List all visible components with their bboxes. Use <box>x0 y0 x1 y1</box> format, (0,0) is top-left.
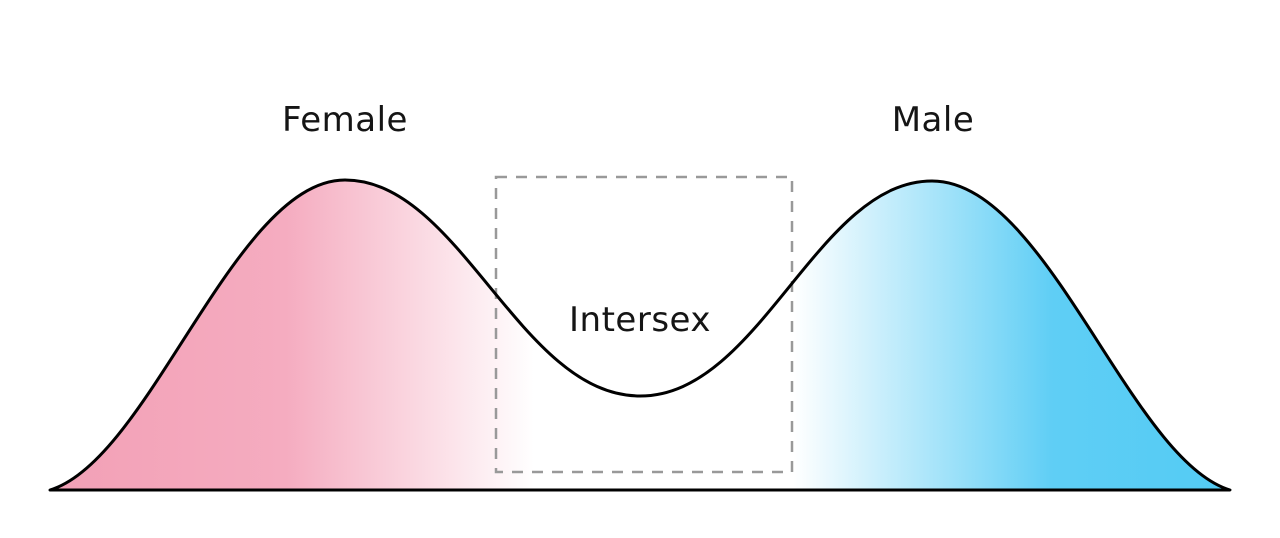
intersex-label: Intersex <box>569 300 711 340</box>
female-label: Female <box>282 100 408 140</box>
distribution-curve-outline <box>48 178 1232 492</box>
distribution-area-fill <box>50 180 1230 490</box>
intersex-region-box <box>494 175 794 474</box>
male-label: Male <box>891 100 975 140</box>
